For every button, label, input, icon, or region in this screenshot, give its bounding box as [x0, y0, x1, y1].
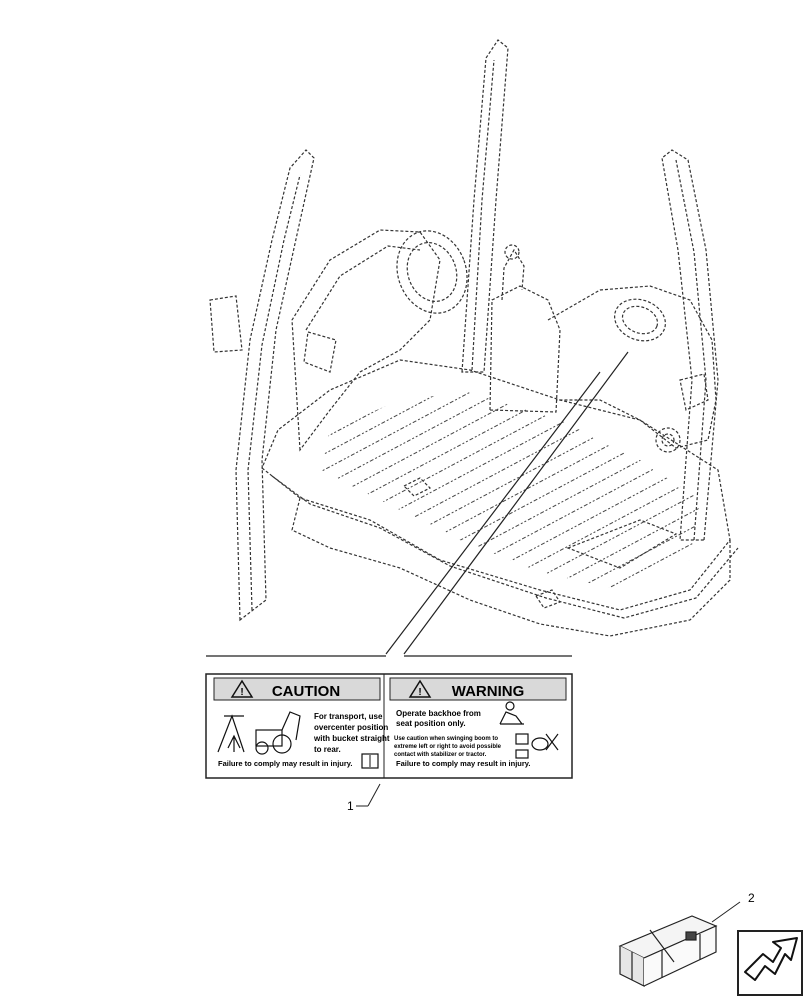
- svg-text:!: !: [418, 687, 421, 698]
- next-page-arrow-icon: [744, 937, 798, 981]
- caution-line-2: overcenter position: [314, 723, 388, 732]
- caution-footer: Failure to comply may result in injury.: [218, 759, 352, 768]
- callout-leader-1: [367, 783, 381, 807]
- svg-text:!: !: [240, 687, 243, 698]
- caution-line-4: to rear.: [314, 745, 341, 754]
- swing-boom-icon: [515, 733, 559, 759]
- warning-line-1: Operate backhoe from: [396, 709, 481, 718]
- warning-line-3: Use caution when swinging boom to: [394, 736, 498, 742]
- callout-2: 2: [748, 891, 755, 905]
- warning-line-5: contact with stabilizer or tractor.: [394, 752, 487, 758]
- transport-position-icon: [217, 711, 301, 755]
- warning-triangle-icon: [408, 679, 432, 698]
- warning-line-4: extreme left or right to avoid possible: [394, 744, 502, 750]
- safety-decal: ! CAUTION ! WARNING For transport, use o…: [205, 673, 573, 779]
- caution-line-1: For transport, use: [314, 712, 383, 721]
- operator-seat-icon: [499, 701, 524, 725]
- callout-leader-2: [711, 901, 741, 923]
- leader-line-decal: [206, 351, 629, 657]
- warning-header: WARNING: [452, 683, 525, 700]
- parts-kit-box-icon: [618, 915, 718, 987]
- caution-triangle-icon: [230, 679, 254, 698]
- warning-line-2: seat position only.: [396, 719, 466, 728]
- caution-line-3: with bucket straight: [313, 734, 390, 743]
- caution-header: CAUTION: [272, 683, 340, 700]
- next-page-button[interactable]: [737, 930, 803, 996]
- callout-1: 1: [347, 799, 354, 813]
- warning-footer: Failure to comply may result in injury.: [396, 759, 530, 768]
